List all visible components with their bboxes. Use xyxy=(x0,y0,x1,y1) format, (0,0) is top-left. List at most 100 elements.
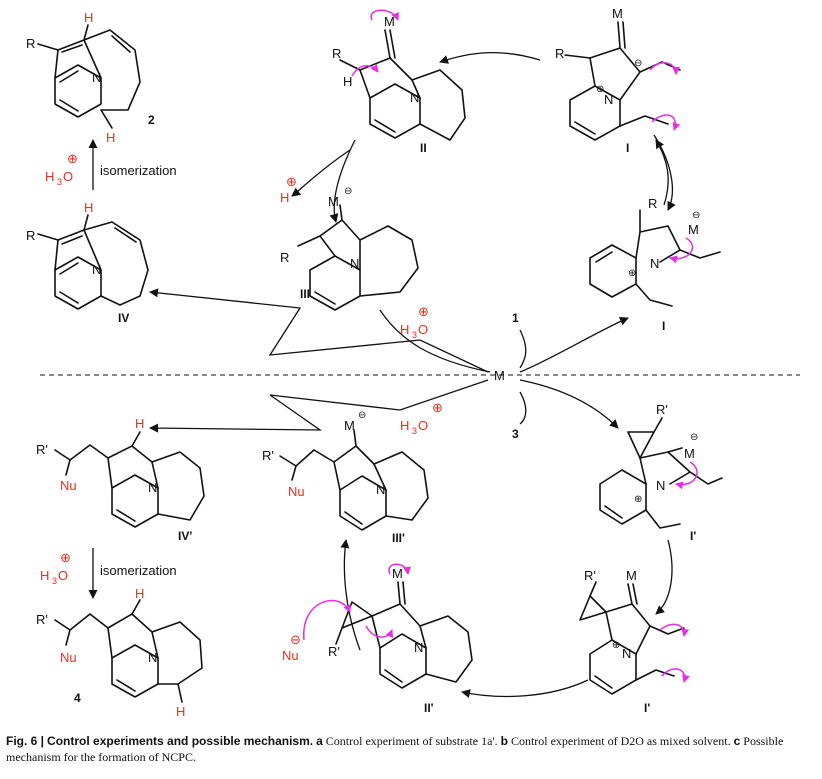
svg-text:R: R xyxy=(26,228,35,243)
svg-text:⊕: ⊕ xyxy=(596,84,604,95)
structure-2 xyxy=(37,24,141,129)
svg-text:R': R' xyxy=(262,448,274,463)
compound-label-III: III xyxy=(300,287,310,301)
caption-c-text: Possible mechanism for the formation of … xyxy=(6,734,784,764)
svg-text:⊕: ⊕ xyxy=(67,151,78,166)
svg-text:O: O xyxy=(418,418,428,433)
caption-a-text: Control experiment of substrate 1a'. xyxy=(325,734,498,748)
svg-text:3: 3 xyxy=(412,426,417,436)
svg-text:N: N xyxy=(350,256,359,271)
svg-text:N: N xyxy=(148,480,157,495)
caption-b-text: Control experiment of D2O as mixed solve… xyxy=(510,734,731,748)
svg-text:Nu: Nu xyxy=(282,648,299,663)
compound-label-3: 3 xyxy=(512,427,519,441)
svg-text:⊕: ⊕ xyxy=(418,304,429,319)
svg-text:N: N xyxy=(92,70,101,85)
svg-text:M: M xyxy=(384,14,395,29)
svg-text:R': R' xyxy=(328,644,340,659)
svg-text:M: M xyxy=(612,6,623,21)
svg-text:H: H xyxy=(106,130,115,145)
svg-text:⊖: ⊖ xyxy=(634,58,642,69)
svg-text:H: H xyxy=(84,200,93,215)
structure-Iprime-mid xyxy=(599,417,723,529)
svg-text:M: M xyxy=(626,568,637,583)
svg-text:H: H xyxy=(400,322,409,337)
svg-text:M: M xyxy=(344,418,355,433)
compound-label-IIprime: II' xyxy=(424,701,434,715)
caption-fig-number: Fig. 6 | xyxy=(6,734,45,748)
structure-I-top xyxy=(564,21,681,141)
svg-text:N: N xyxy=(656,478,665,493)
caption-a-label: a xyxy=(316,734,323,748)
compound-label-IVprime: IV' xyxy=(178,529,192,543)
svg-text:⊕: ⊕ xyxy=(612,640,620,651)
svg-text:O: O xyxy=(418,322,428,337)
compound-label-Iprime-mid: I' xyxy=(690,529,696,543)
svg-text:N: N xyxy=(622,646,631,661)
svg-text:M: M xyxy=(684,446,695,461)
svg-text:⊕: ⊕ xyxy=(60,550,71,565)
svg-text:R': R' xyxy=(36,442,48,457)
caption-b-label: b xyxy=(500,734,508,748)
svg-text:M: M xyxy=(688,222,699,237)
isomerization-label-bottom: isomerization xyxy=(100,563,177,578)
svg-text:⊕: ⊕ xyxy=(432,400,443,415)
svg-text:N: N xyxy=(376,482,385,497)
svg-text:R: R xyxy=(26,36,35,51)
svg-text:N: N xyxy=(650,256,659,271)
structure-Iprime-low xyxy=(579,581,685,695)
svg-text:O: O xyxy=(63,169,73,184)
svg-text:R: R xyxy=(332,46,341,61)
svg-text:N: N xyxy=(410,90,419,105)
svg-text:H: H xyxy=(280,190,289,205)
svg-text:R': R' xyxy=(36,612,48,627)
svg-text:H: H xyxy=(176,704,185,719)
structure-IIprime xyxy=(335,581,473,689)
svg-text:⊖: ⊖ xyxy=(690,432,698,443)
svg-text:H: H xyxy=(400,418,409,433)
compound-label-4: 4 xyxy=(74,691,81,705)
svg-text:⊕: ⊕ xyxy=(634,494,642,505)
caption-c-label: c xyxy=(733,734,741,748)
svg-text:N: N xyxy=(414,640,423,655)
figure-caption: Fig. 6 | Control experiments and possibl… xyxy=(6,733,818,765)
compound-label-II: II xyxy=(420,141,427,155)
compound-label-IIIprime: III' xyxy=(392,531,405,545)
svg-text:H: H xyxy=(84,10,93,25)
svg-text:⊖: ⊖ xyxy=(358,410,366,421)
svg-text:H: H xyxy=(343,74,352,89)
compound-label-2: 2 xyxy=(148,113,155,127)
compound-label-Iprime-low: I' xyxy=(644,701,650,715)
structure-4 xyxy=(54,599,203,703)
svg-text:H: H xyxy=(40,568,49,583)
svg-text:N: N xyxy=(148,650,157,665)
svg-text:H: H xyxy=(45,169,54,184)
structure-IV xyxy=(37,214,149,310)
caption-title: Control experiments and possible mechani… xyxy=(47,734,314,748)
svg-text:⊕: ⊕ xyxy=(286,174,297,189)
svg-text:H: H xyxy=(135,586,144,601)
svg-text:3: 3 xyxy=(57,177,62,187)
svg-text:Nu: Nu xyxy=(60,478,77,493)
structure-IIIprime xyxy=(279,429,429,531)
compound-label-1: 1 xyxy=(512,311,519,325)
svg-text:⊖: ⊖ xyxy=(344,186,352,197)
svg-text:N: N xyxy=(604,92,613,107)
svg-text:N: N xyxy=(92,262,101,277)
metal-center: M xyxy=(494,368,505,383)
svg-text:R: R xyxy=(280,250,289,265)
structure-I-mid xyxy=(589,209,721,307)
svg-text:⊖: ⊖ xyxy=(692,210,700,221)
compound-label-I-mid: I xyxy=(662,319,665,333)
svg-text:M: M xyxy=(392,566,403,581)
svg-text:R': R' xyxy=(656,402,668,417)
compound-label-I-top: I xyxy=(626,141,629,155)
svg-text:R': R' xyxy=(584,568,596,583)
structure-IVprime xyxy=(54,431,205,528)
svg-text:R: R xyxy=(555,46,564,61)
svg-text:Nu: Nu xyxy=(288,484,305,499)
compound-label-IV: IV xyxy=(118,311,129,325)
svg-text:3: 3 xyxy=(412,330,417,340)
svg-text:M: M xyxy=(328,194,339,209)
